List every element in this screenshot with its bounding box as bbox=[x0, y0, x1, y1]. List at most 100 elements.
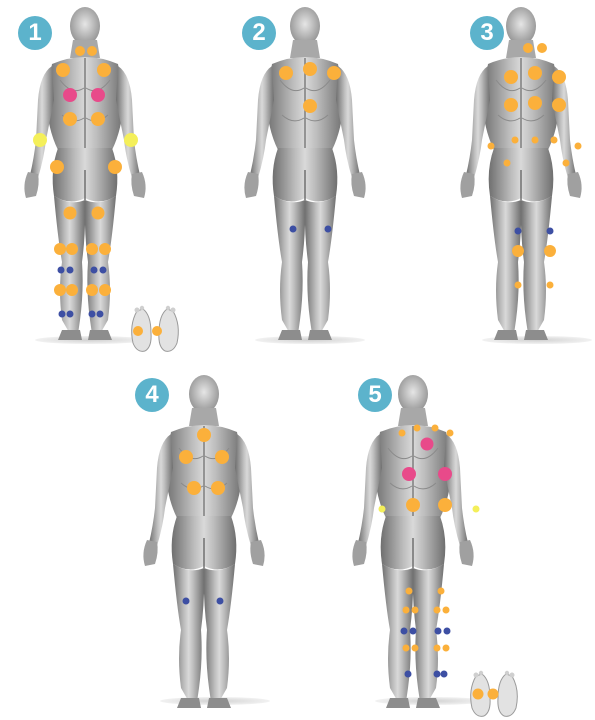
orange-point bbox=[443, 645, 450, 652]
blue-point bbox=[410, 628, 417, 635]
pink-point bbox=[63, 88, 77, 102]
orange-point bbox=[75, 46, 85, 56]
pink-point bbox=[402, 467, 416, 481]
orange-point bbox=[488, 689, 499, 700]
blue-point bbox=[325, 226, 332, 233]
orange-point bbox=[432, 425, 439, 432]
orange-point bbox=[279, 66, 293, 80]
orange-point bbox=[504, 70, 518, 84]
blue-point bbox=[183, 598, 190, 605]
orange-point bbox=[488, 143, 495, 150]
panel-4: 4 bbox=[115, 360, 315, 707]
blue-point bbox=[59, 311, 66, 318]
orange-point bbox=[438, 498, 452, 512]
orange-point bbox=[99, 243, 111, 255]
orange-point bbox=[215, 450, 229, 464]
orange-point bbox=[438, 588, 445, 595]
blue-point bbox=[67, 311, 74, 318]
orange-point bbox=[108, 160, 122, 174]
orange-point bbox=[406, 588, 413, 595]
orange-point bbox=[528, 66, 542, 80]
panel-1: 1 bbox=[0, 0, 200, 350]
orange-point bbox=[327, 66, 341, 80]
pink-point bbox=[438, 467, 452, 481]
orange-point bbox=[211, 481, 225, 495]
orange-point bbox=[515, 282, 522, 289]
blue-point bbox=[100, 267, 107, 274]
orange-point bbox=[66, 284, 78, 296]
orange-point bbox=[552, 70, 566, 84]
blue-point bbox=[58, 267, 65, 274]
orange-point bbox=[64, 207, 77, 220]
orange-point bbox=[447, 430, 454, 437]
blue-point bbox=[67, 267, 74, 274]
orange-point bbox=[523, 43, 533, 53]
blue-point bbox=[290, 226, 297, 233]
orange-point bbox=[575, 143, 582, 150]
panel-5: 5 bbox=[340, 360, 595, 707]
orange-point bbox=[179, 450, 193, 464]
orange-point bbox=[86, 243, 98, 255]
orange-point bbox=[504, 160, 511, 167]
orange-point bbox=[504, 98, 518, 112]
orange-point bbox=[92, 207, 105, 220]
orange-point bbox=[563, 160, 570, 167]
human-back-figure bbox=[328, 368, 528, 718]
blue-point bbox=[547, 228, 554, 235]
orange-point bbox=[197, 428, 211, 442]
orange-point bbox=[399, 430, 406, 437]
panel-2: 2 bbox=[210, 0, 410, 350]
orange-point bbox=[412, 645, 419, 652]
orange-point bbox=[56, 63, 70, 77]
human-back-figure bbox=[220, 0, 420, 350]
orange-point bbox=[528, 96, 542, 110]
orange-point bbox=[552, 98, 566, 112]
orange-point bbox=[133, 326, 143, 336]
blue-point bbox=[91, 267, 98, 274]
orange-point bbox=[547, 282, 554, 289]
blue-point bbox=[444, 628, 451, 635]
orange-point bbox=[512, 137, 519, 144]
human-back-figure bbox=[436, 0, 595, 350]
orange-point bbox=[303, 62, 317, 76]
orange-point bbox=[87, 46, 97, 56]
orange-point bbox=[434, 607, 441, 614]
orange-point bbox=[152, 326, 162, 336]
orange-point bbox=[54, 243, 66, 255]
orange-point bbox=[434, 645, 441, 652]
orange-point bbox=[403, 607, 410, 614]
blue-point bbox=[434, 671, 441, 678]
pink-point bbox=[91, 88, 105, 102]
yellow-point bbox=[124, 133, 138, 147]
orange-point bbox=[473, 689, 484, 700]
blue-point bbox=[89, 311, 96, 318]
orange-point bbox=[97, 63, 111, 77]
orange-point bbox=[66, 243, 78, 255]
orange-point bbox=[63, 112, 77, 126]
blue-point bbox=[405, 671, 412, 678]
orange-point bbox=[86, 284, 98, 296]
orange-point bbox=[414, 425, 421, 432]
yellow-point bbox=[33, 133, 47, 147]
orange-point bbox=[532, 137, 539, 144]
orange-point bbox=[412, 607, 419, 614]
human-back-figure bbox=[0, 0, 200, 350]
orange-point bbox=[406, 498, 420, 512]
blue-point bbox=[217, 598, 224, 605]
orange-point bbox=[50, 160, 64, 174]
panel-3: 3 bbox=[430, 0, 595, 350]
blue-point bbox=[515, 228, 522, 235]
orange-point bbox=[403, 645, 410, 652]
orange-point bbox=[551, 137, 558, 144]
orange-point bbox=[91, 112, 105, 126]
orange-point bbox=[99, 284, 111, 296]
orange-point bbox=[187, 481, 201, 495]
orange-point bbox=[443, 607, 450, 614]
yellow-point bbox=[473, 506, 480, 513]
blue-point bbox=[97, 311, 104, 318]
blue-point bbox=[441, 671, 448, 678]
yellow-point bbox=[379, 506, 386, 513]
orange-point bbox=[512, 245, 524, 257]
orange-point bbox=[303, 99, 317, 113]
orange-point bbox=[54, 284, 66, 296]
